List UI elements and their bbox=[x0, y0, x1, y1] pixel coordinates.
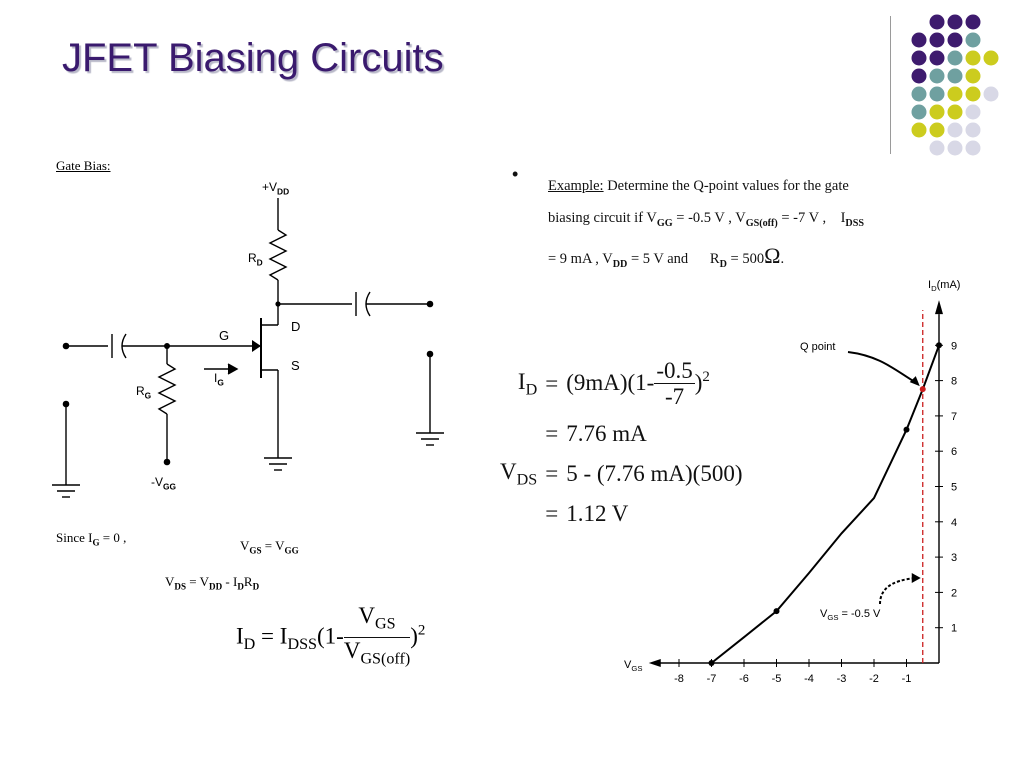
decorative-dot bbox=[965, 122, 981, 138]
id-axis-label: ID(mA) bbox=[928, 279, 961, 294]
x-tick-label: -3 bbox=[837, 673, 847, 685]
decorative-dot bbox=[911, 68, 927, 84]
decorative-dot bbox=[983, 86, 999, 102]
transfer-characteristic-chart: -8 -7 -6 -5 -4 -3 -2 -1 1 2 3 4 5 6 7 8 9 bbox=[648, 300, 957, 685]
vgs-equals-vgg: VGS = VGG bbox=[240, 538, 299, 556]
decorative-dot bbox=[929, 32, 945, 48]
decorative-dot bbox=[911, 50, 927, 66]
curve-point bbox=[708, 660, 715, 666]
g-terminal-label: G bbox=[219, 328, 230, 343]
vgs-label-arrow-head bbox=[911, 573, 921, 583]
decorative-dot bbox=[965, 68, 981, 84]
decorative-dot bbox=[947, 68, 963, 84]
y-tick-label: 3 bbox=[951, 552, 957, 564]
transfer-curve-panel: -8 -7 -6 -5 -4 -3 -2 -1 1 2 3 4 5 6 7 8 9 ID(mA) VGS Q p… bbox=[496, 279, 976, 696]
y-tick-label: 8 bbox=[951, 376, 957, 388]
y-tick-label: 9 bbox=[951, 340, 957, 352]
curve-point bbox=[903, 426, 910, 433]
y-tick-label: 7 bbox=[951, 411, 957, 423]
solution-row-vds-value: =1.12 V bbox=[545, 501, 629, 526]
decorative-dot bbox=[929, 122, 945, 138]
y-tick-label: 1 bbox=[951, 623, 957, 635]
rg-label: RG bbox=[136, 384, 152, 401]
decorative-dot bbox=[983, 50, 999, 66]
vgg-label: -VGG bbox=[151, 475, 177, 492]
q-point-arrow bbox=[847, 351, 918, 384]
x-tick-label: -2 bbox=[869, 673, 879, 685]
x-tick-label: -4 bbox=[804, 673, 814, 685]
decorative-dot bbox=[947, 140, 963, 156]
y-tick-label: 6 bbox=[951, 446, 957, 458]
decorative-dot bbox=[965, 140, 981, 156]
decorative-dot bbox=[929, 68, 945, 84]
curve-point bbox=[773, 608, 780, 615]
q-point-solution: ID = (9mA)(1--0.5-7)2 =7.76 mA VDS =5 - … bbox=[496, 354, 746, 534]
y-tick-label: 2 bbox=[951, 587, 957, 599]
ig-label: IG bbox=[214, 371, 224, 388]
decorative-dot bbox=[947, 14, 963, 30]
decorative-dot bbox=[947, 86, 963, 102]
q-point-label: Q point bbox=[800, 341, 836, 353]
x-tick-label: -1 bbox=[902, 673, 912, 685]
d-terminal-label: D bbox=[291, 319, 301, 334]
solution-row-vds: VDS =5 - (7.76 mA)(500) bbox=[500, 458, 743, 489]
gate-bias-circuit bbox=[52, 198, 444, 498]
vgs-line-label: VGS = -0.5 V bbox=[820, 608, 881, 623]
q-point-arrow-head bbox=[909, 376, 920, 387]
decorative-dot bbox=[911, 86, 927, 102]
gate-bias-heading: Gate Bias: bbox=[56, 158, 111, 173]
vgs-axis-arrow bbox=[648, 659, 661, 667]
vgs-label-arrow bbox=[879, 577, 917, 605]
vdd-label: +VDD bbox=[262, 180, 290, 197]
x-tick-label: -6 bbox=[739, 673, 749, 685]
slide-title: JFET Biasing Circuits bbox=[62, 36, 444, 80]
x-tick-label: -8 bbox=[674, 673, 684, 685]
vgs-axis-label: VGS bbox=[624, 659, 643, 674]
decorative-dot bbox=[965, 86, 981, 102]
id-axis-arrow bbox=[935, 300, 943, 315]
decorative-dot bbox=[965, 32, 981, 48]
decorative-dot bbox=[929, 140, 945, 156]
x-tick-label: -7 bbox=[707, 673, 717, 685]
decorative-dot bbox=[947, 122, 963, 138]
decorative-dot bbox=[911, 32, 927, 48]
decorative-dot bbox=[947, 32, 963, 48]
decorative-dot bbox=[929, 50, 945, 66]
decorative-dot bbox=[929, 14, 945, 30]
s-terminal-label: S bbox=[291, 358, 300, 373]
decorative-dot bbox=[965, 104, 981, 120]
solution-row-id: ID = (9mA)(1--0.5-7)2 bbox=[517, 357, 710, 409]
decorative-dot bbox=[911, 104, 927, 120]
y-tick-label: 4 bbox=[951, 517, 957, 529]
since-ig-statement: Since IG = 0 , bbox=[56, 530, 127, 548]
y-tick-label: 5 bbox=[951, 482, 957, 494]
solution-row-id-value: =7.76 mA bbox=[545, 421, 647, 446]
decorative-dot-grid bbox=[911, 14, 999, 156]
decorative-dot bbox=[947, 50, 963, 66]
decorative-dot bbox=[929, 104, 945, 120]
title-divider bbox=[890, 16, 891, 154]
decorative-dot bbox=[929, 86, 945, 102]
shockley-equation: ID = IDSS(1- VGS VGS(off) )2 bbox=[236, 603, 426, 668]
example-statement: Example: Determine the Q-point values fo… bbox=[548, 178, 864, 270]
decorative-dot bbox=[947, 104, 963, 120]
decorative-dot bbox=[965, 50, 981, 66]
decorative-dot bbox=[911, 122, 927, 138]
curve-point bbox=[936, 342, 942, 349]
example-bullet: • bbox=[512, 164, 519, 184]
transfer-curve bbox=[710, 344, 940, 664]
rd-label: RD bbox=[248, 251, 263, 268]
gate-bias-panel: Gate Bias: +VDD RD D G S IG RG -VGG Sinc… bbox=[40, 150, 492, 700]
vds-equation: VDS = VDD - IDRD bbox=[165, 574, 260, 592]
x-tick-label: -5 bbox=[772, 673, 782, 685]
decorative-dot bbox=[965, 14, 981, 30]
